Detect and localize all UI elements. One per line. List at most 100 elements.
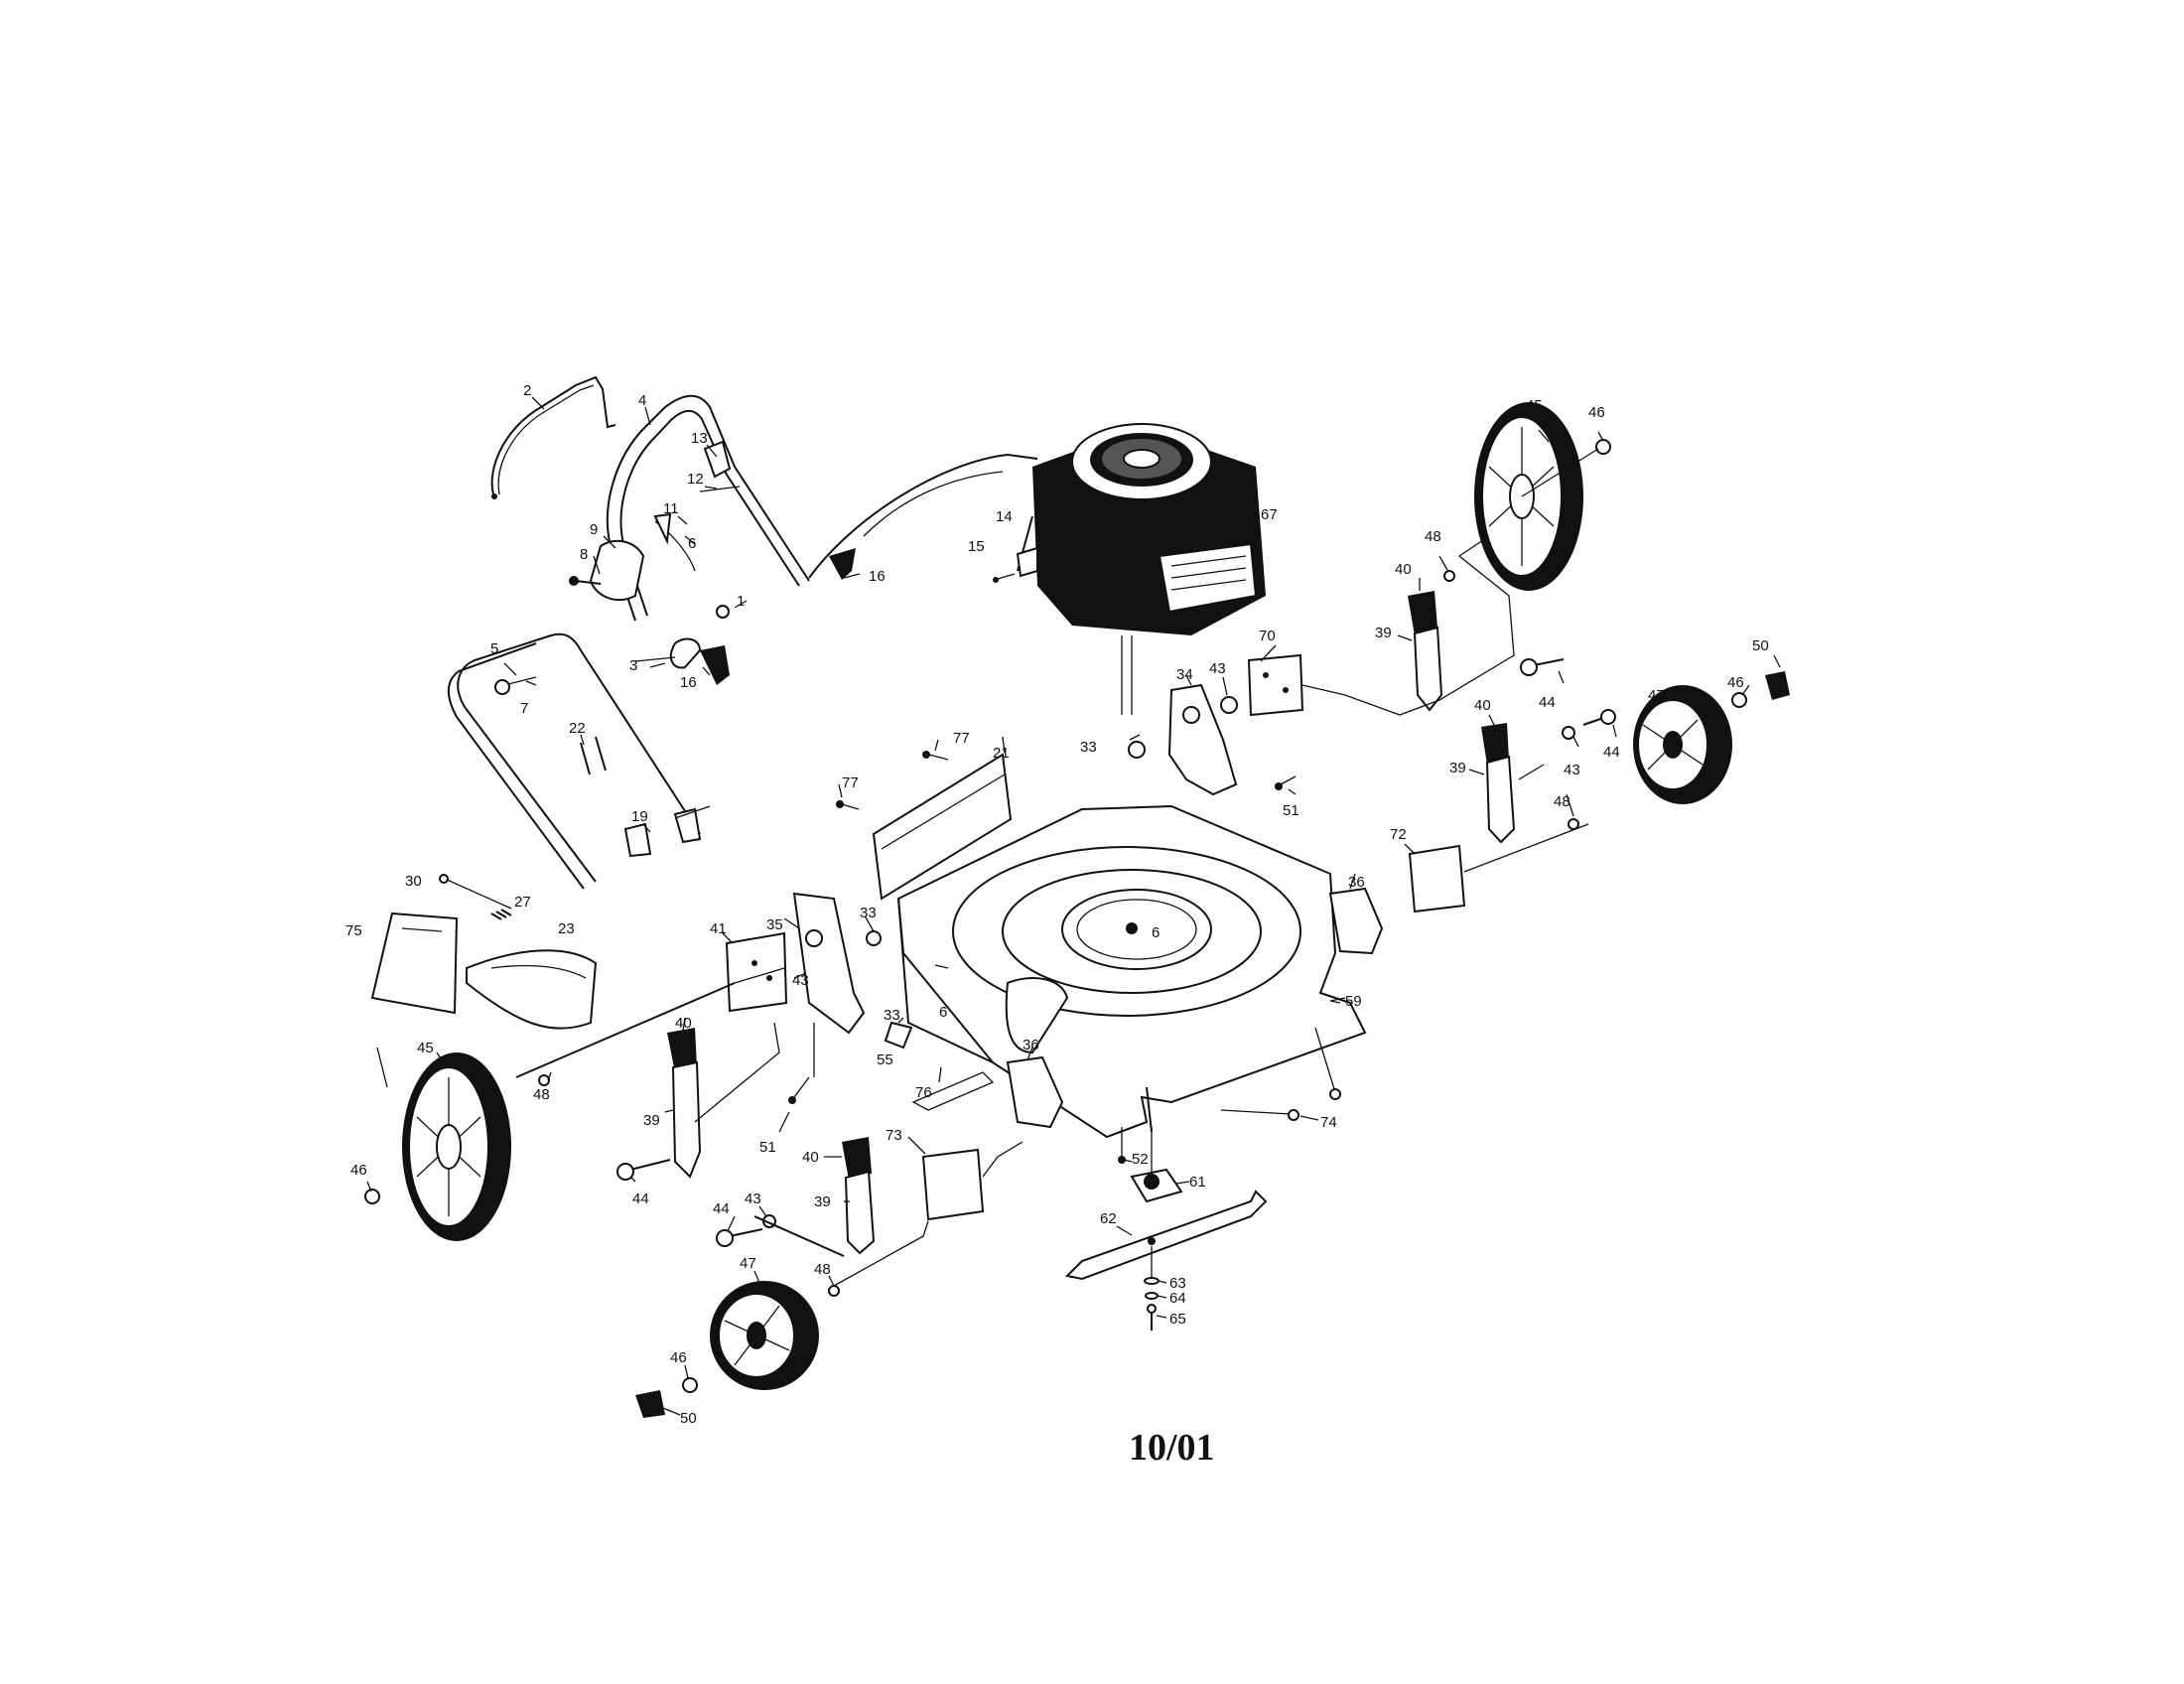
right-rear-wheel [1443, 402, 1611, 591]
left-front-plate-drawing [921, 1148, 985, 1221]
part-label: 43 [792, 972, 809, 989]
part-label: 30 [405, 873, 422, 890]
right-front-bracket-drawing [1328, 887, 1384, 955]
part-label: 46 [670, 1349, 687, 1366]
part-label: 63 [1169, 1275, 1186, 1292]
part-label: 41 [710, 920, 727, 937]
part-label: 40 [675, 1015, 692, 1032]
right-front-lever-drawing [1485, 755, 1516, 844]
upper-handle-drawing [607, 394, 810, 622]
lower-handle-group [448, 632, 711, 890]
part-label: 3 [629, 657, 637, 674]
right-rear-plate-drawing [1247, 653, 1304, 717]
left-rear-lever-drawing [671, 1060, 702, 1179]
right-rear-adjuster-group [1128, 535, 1565, 796]
part-label: 46 [1588, 404, 1605, 421]
engine-group [808, 423, 1266, 715]
handle-hardware-group [569, 440, 856, 685]
part-label: 55 [877, 1052, 893, 1068]
part-label: 44 [1539, 694, 1556, 711]
part-label: 44 [713, 1200, 730, 1217]
part-label: 11 [663, 500, 679, 517]
lower-handle-drawing [457, 632, 701, 883]
part-label: 52 [1132, 1151, 1149, 1168]
right-front-wheel [1633, 671, 1790, 804]
part-label: 22 [569, 720, 586, 737]
part-label: 14 [996, 508, 1013, 525]
part-label: 45 [1526, 397, 1543, 414]
upper-handle-group [490, 375, 810, 622]
part-label: 34 [1176, 666, 1193, 683]
part-label: 51 [1283, 802, 1299, 819]
part-label: 33 [1080, 739, 1097, 756]
control-bail-drawing [490, 375, 616, 495]
left-front-wheel [635, 1281, 819, 1418]
part-label: 36 [1348, 874, 1365, 891]
part-label: 50 [680, 1410, 697, 1427]
part-label: 46 [1727, 674, 1744, 691]
part-label: 39 [1449, 760, 1466, 776]
part-label: 9 [590, 521, 598, 538]
blade-drawing [1064, 1190, 1268, 1281]
mower-deck-group [836, 751, 1367, 1139]
deck-baffle-drawing [872, 753, 1013, 901]
part-label: 74 [1320, 1114, 1337, 1131]
part-label: 61 [1189, 1174, 1206, 1191]
rear-flap-drawing [370, 912, 459, 1015]
mower-deck-drawing [896, 804, 1367, 1139]
part-label: 77 [953, 730, 970, 747]
part-label: 39 [814, 1193, 831, 1210]
part-label: 40 [1395, 561, 1412, 578]
wing-knob-drawing [829, 548, 856, 580]
part-label: 48 [814, 1261, 831, 1278]
left-front-adjuster-group [716, 1055, 1064, 1297]
part-label: 47 [1648, 687, 1665, 704]
part-label: 6 [688, 535, 696, 552]
part-label: 43 [1209, 660, 1226, 677]
part-label: 5 [490, 640, 498, 657]
part-label: 2 [523, 382, 531, 399]
part-label: 6 [939, 1004, 947, 1021]
blade-group [1064, 1127, 1268, 1331]
part-label: 73 [886, 1127, 902, 1144]
part-label: 16 [869, 568, 886, 585]
part-label: 35 [766, 916, 783, 933]
part-label: 23 [558, 920, 575, 937]
part-label: 40 [802, 1149, 819, 1166]
left-front-bracket-drawing [1006, 1055, 1064, 1129]
part-label: 44 [632, 1191, 649, 1207]
left-rear-wheel [364, 1052, 511, 1241]
revision-date: 10/01 [1129, 1427, 1215, 1469]
part-label: 13 [691, 430, 708, 447]
part-label: 8 [580, 546, 588, 563]
left-rear-bracket-drawing [792, 892, 866, 1035]
part-number-labels: 2 4 13 12 11 6 9 8 1 3 16 16 5 7 22 19 3… [345, 382, 1769, 1427]
part-label: 48 [1425, 528, 1441, 545]
part-label: 4 [638, 392, 646, 409]
rear-chute-group [370, 874, 598, 1030]
left-front-lever-drawing [844, 1170, 876, 1255]
part-label: 65 [1169, 1311, 1186, 1328]
part-label: 70 [1259, 628, 1276, 644]
part-label: 72 [1390, 826, 1407, 843]
spring-drawing [490, 909, 512, 920]
part-label: 64 [1169, 1290, 1186, 1307]
part-label: 15 [968, 538, 985, 555]
part-label: 50 [1752, 637, 1769, 654]
handle-bracket-drawing [589, 539, 645, 601]
left-rear-adjuster-group [515, 892, 882, 1181]
right-rear-lever-drawing [1413, 626, 1443, 712]
part-label: 77 [842, 774, 859, 791]
part-label: 45 [417, 1040, 434, 1056]
part-label: 43 [1564, 762, 1580, 778]
part-label: 1 [737, 593, 745, 610]
part-label: 40 [1474, 697, 1491, 714]
part-label: 75 [345, 922, 362, 939]
part-label: 46 [350, 1162, 367, 1179]
part-label: 59 [1345, 993, 1362, 1010]
part-label: 12 [687, 471, 704, 488]
part-label: 48 [1554, 793, 1570, 810]
part-label: 51 [759, 1139, 776, 1156]
part-label: 7 [520, 700, 528, 717]
